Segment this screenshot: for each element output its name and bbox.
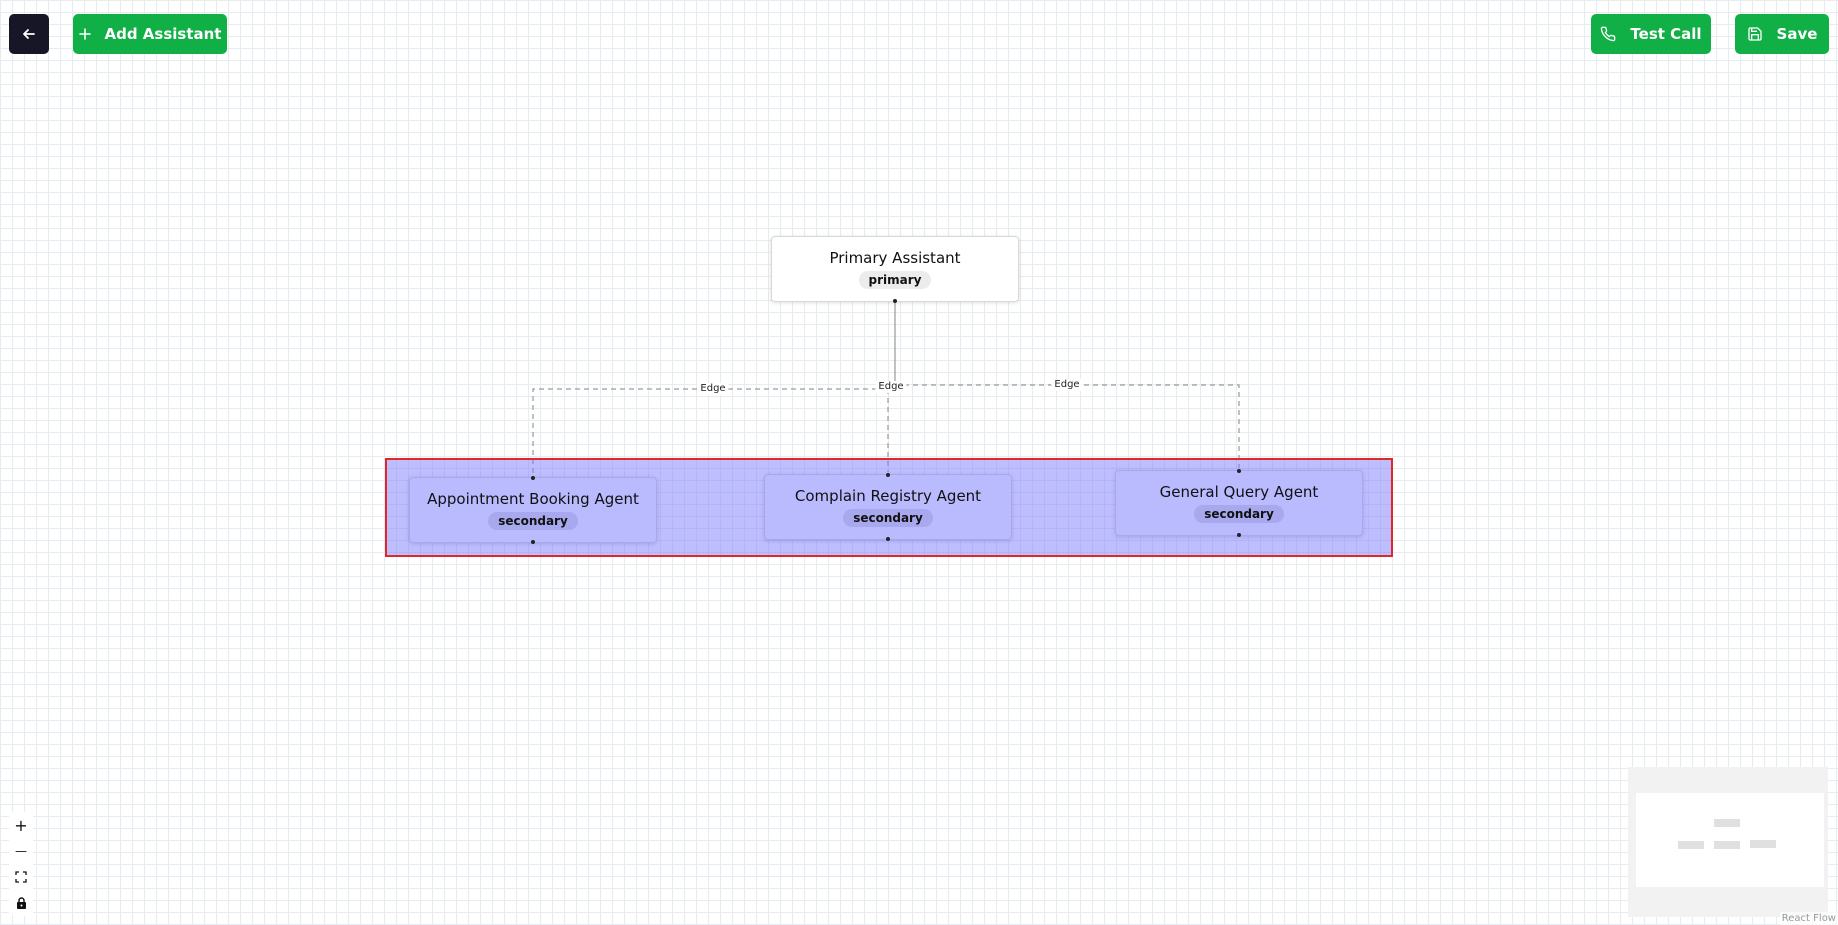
zoom-in-button[interactable]: + [9, 812, 33, 838]
add-assistant-label: Add Assistant [104, 25, 222, 43]
node-title: General Query Agent [1159, 483, 1319, 501]
save-button[interactable]: Save [1735, 14, 1829, 54]
minimap-node [1714, 841, 1740, 849]
minimap-node [1714, 819, 1740, 827]
source-handle[interactable] [531, 540, 535, 544]
test-call-label: Test Call [1630, 25, 1702, 43]
save-label: Save [1776, 25, 1818, 43]
zoom-in-icon: + [14, 815, 28, 835]
fit-view-icon [15, 871, 27, 883]
zoom-out-icon: — [15, 844, 27, 858]
source-handle[interactable] [893, 299, 897, 303]
node-type-badge: secondary [488, 512, 578, 530]
node-appointment-booking-agent[interactable]: Appointment Booking Agent secondary [409, 476, 657, 544]
node-title: Primary Assistant [829, 249, 961, 267]
edge-label-appointment[interactable]: Edge [697, 383, 729, 395]
minimap-node [1678, 841, 1704, 849]
node-complain-registry-agent[interactable]: Complain Registry Agent secondary [764, 473, 1012, 541]
node-primary-assistant[interactable]: Primary Assistant primary [771, 236, 1019, 303]
minimap-node [1750, 840, 1776, 848]
arrow-left-icon [23, 29, 35, 39]
plus-icon [78, 28, 91, 40]
minimap[interactable] [1628, 767, 1828, 917]
react-flow-attribution[interactable]: React Flow [1779, 912, 1838, 925]
edge-label-complain[interactable]: Edge [875, 381, 907, 393]
add-assistant-button[interactable]: Add Assistant [73, 14, 227, 54]
back-button[interactable] [9, 14, 49, 54]
zoom-out-button[interactable]: — [9, 838, 33, 864]
lock-button[interactable] [9, 890, 33, 916]
target-handle[interactable] [1237, 469, 1241, 473]
node-title: Complain Registry Agent [794, 487, 982, 505]
lock-icon [16, 897, 26, 909]
node-type-badge: primary [858, 271, 932, 289]
minimap-viewport[interactable] [1636, 793, 1824, 887]
source-handle[interactable] [886, 537, 890, 541]
fit-view-button[interactable] [9, 864, 33, 890]
edge-label-general[interactable]: Edge [1051, 379, 1083, 391]
node-general-query-agent[interactable]: General Query Agent secondary [1115, 469, 1363, 537]
test-call-button[interactable]: Test Call [1591, 14, 1711, 54]
node-type-badge: secondary [843, 509, 933, 527]
flow-controls: + — [9, 812, 33, 916]
target-handle[interactable] [531, 476, 535, 480]
save-icon [1747, 27, 1762, 41]
node-type-badge: secondary [1194, 505, 1284, 523]
phone-icon [1601, 26, 1616, 42]
node-title: Appointment Booking Agent [427, 490, 639, 508]
target-handle[interactable] [886, 473, 890, 477]
source-handle[interactable] [1237, 533, 1241, 537]
